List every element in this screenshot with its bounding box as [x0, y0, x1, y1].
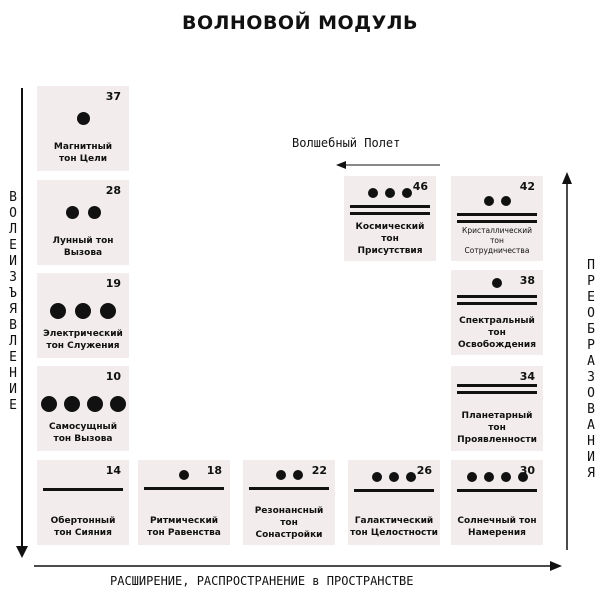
dot-icon: [86, 396, 103, 412]
dot-icon: [109, 396, 126, 412]
bar-icon: [457, 295, 537, 298]
bar-icon: [457, 220, 537, 223]
bar-icon: [144, 487, 224, 490]
dot-icon: [65, 206, 79, 219]
bar-icon: [457, 391, 537, 394]
dot-icon: [517, 472, 528, 482]
bar-icon: [354, 489, 434, 492]
dot-icon: [406, 472, 416, 482]
dot-icon: [402, 188, 412, 198]
dot-icon: [389, 472, 399, 482]
tile-number: 14: [105, 464, 121, 477]
tile-number: 26: [416, 464, 432, 477]
dot-icon: [87, 206, 101, 219]
dot-icon: [500, 196, 511, 206]
dot-icon: [372, 472, 382, 482]
dot-icon: [492, 278, 502, 288]
dot-icon: [483, 196, 494, 206]
tile-number: 18: [206, 464, 222, 477]
dot-icon: [500, 472, 511, 482]
tile-number: 28: [105, 184, 121, 197]
dot-icon: [40, 396, 57, 412]
dot-icon: [100, 303, 116, 319]
right-up-arrow: [562, 172, 572, 550]
tile-number: 46: [412, 180, 428, 193]
tile-number: 34: [519, 370, 535, 383]
bar-icon: [457, 384, 537, 387]
tile-number: 22: [311, 464, 327, 477]
bottom-axis-label: РАСШИРЕНИЕ, РАСПРОСТРАНЕНИЕ в ПРОСТРАНСТ…: [110, 574, 414, 588]
tile-number: 42: [519, 180, 535, 193]
dot-icon: [75, 303, 91, 319]
right-axis-label: ПРЕОБРАЗОВАНИЯ: [587, 258, 595, 481]
bottom-right-arrow: [34, 561, 562, 571]
dot-icon: [179, 470, 189, 480]
dot-icon: [63, 396, 80, 412]
top-left-arrow: [336, 161, 440, 169]
dot-icon: [368, 188, 378, 198]
bar-icon: [350, 205, 430, 208]
tile-number: 38: [519, 274, 535, 287]
bar-icon: [350, 212, 430, 215]
bar-icon: [43, 488, 123, 491]
dot-icon: [483, 472, 494, 482]
top-arrow-label: Волшебный Полет: [292, 136, 401, 150]
tile-number: 37: [105, 90, 121, 103]
dot-icon: [76, 112, 90, 125]
page-title: ВОЛНОВОЙ МОДУЛЬ: [181, 12, 418, 34]
dot-icon: [275, 470, 286, 480]
dot-icon: [385, 188, 395, 198]
dot-icon: [466, 472, 477, 482]
tile-number: 10: [105, 370, 121, 383]
bar-icon: [457, 302, 537, 305]
bar-icon: [249, 487, 329, 490]
left-axis-label: ВОЛЕИЗЪЯВЛЕНИЕ: [9, 190, 17, 413]
bar-icon: [457, 213, 537, 216]
bar-icon: [457, 489, 537, 492]
dot-icon: [50, 303, 66, 319]
tile-number: 19: [105, 277, 121, 290]
dot-icon: [292, 470, 303, 480]
left-down-arrow: [16, 88, 28, 558]
